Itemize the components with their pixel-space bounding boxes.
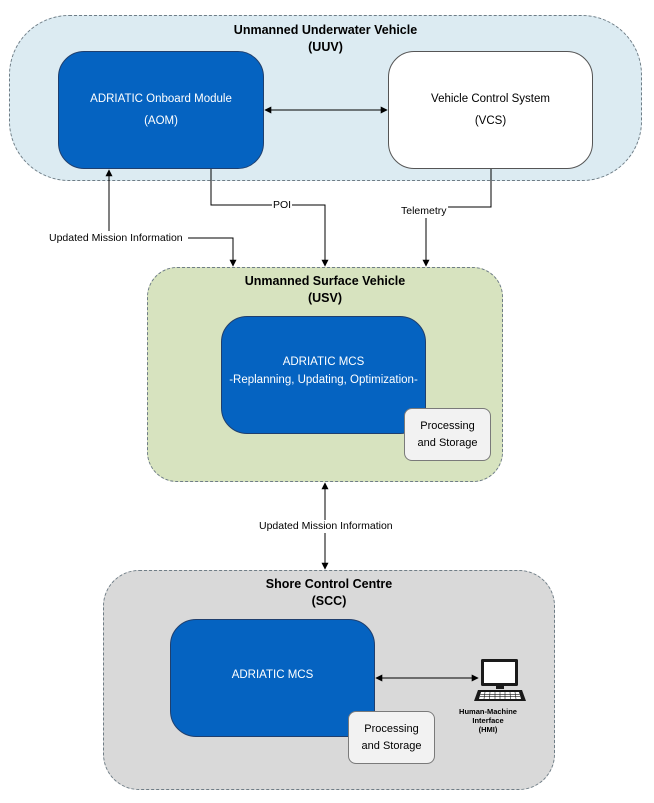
scc-abbr: (SCC): [311, 594, 347, 608]
aom-module: ADRIATIC Onboard Module (AOM): [58, 51, 264, 169]
usv-storage-line1: Processing: [420, 419, 475, 432]
scc-storage-line1: Processing: [364, 722, 419, 735]
computer-icon: [474, 659, 526, 701]
aom-abbr: (AOM): [144, 115, 178, 127]
scc-title: Shore Control Centre: [265, 577, 393, 591]
usv-mcs-subtitle: -Replanning, Updating, Optimization-: [229, 374, 418, 386]
usv-storage: Processing and Storage: [404, 408, 491, 461]
scc-storage: Processing and Storage: [348, 711, 435, 764]
usv-mcs-name: ADRIATIC MCS: [282, 356, 365, 368]
telemetry-label: Telemetry: [400, 205, 448, 218]
vcs-name: Vehicle Control System: [431, 93, 550, 105]
update-to-usv-arrow: [188, 237, 237, 267]
hmi-line3: (HMI): [478, 725, 498, 734]
hmi-label: Human-Machine Interface (HMI): [448, 707, 528, 734]
vcs-module: Vehicle Control System (VCS): [388, 51, 593, 169]
hmi-line2: Interface: [472, 716, 504, 725]
usv-mcs-module: ADRIATIC MCS -Replanning, Updating, Opti…: [221, 316, 426, 434]
updated-mission-upper-label: Updated Mission Information: [48, 232, 184, 245]
updated-mission-lower-label: Updated Mission Information: [258, 520, 394, 533]
uuv-title: Unmanned Underwater Vehicle: [233, 23, 418, 37]
telemetry-arrow: [422, 169, 492, 267]
usv-abbr: (USV): [307, 291, 343, 305]
poi-label: POI: [272, 199, 293, 212]
aom-name: ADRIATIC Onboard Module: [90, 93, 232, 105]
scc-mcs-name: ADRIATIC MCS: [231, 669, 314, 681]
scc-storage-line2: and Storage: [361, 739, 422, 752]
poi-arrow: [210, 169, 329, 267]
usv-storage-line2: and Storage: [417, 436, 478, 449]
usv-title: Unmanned Surface Vehicle: [244, 274, 406, 288]
vcs-abbr: (VCS): [474, 115, 507, 127]
uuv-abbr: (UUV): [308, 40, 343, 54]
scc-mcs-module: ADRIATIC MCS: [170, 619, 375, 737]
hmi-line1: Human-Machine: [459, 707, 517, 716]
